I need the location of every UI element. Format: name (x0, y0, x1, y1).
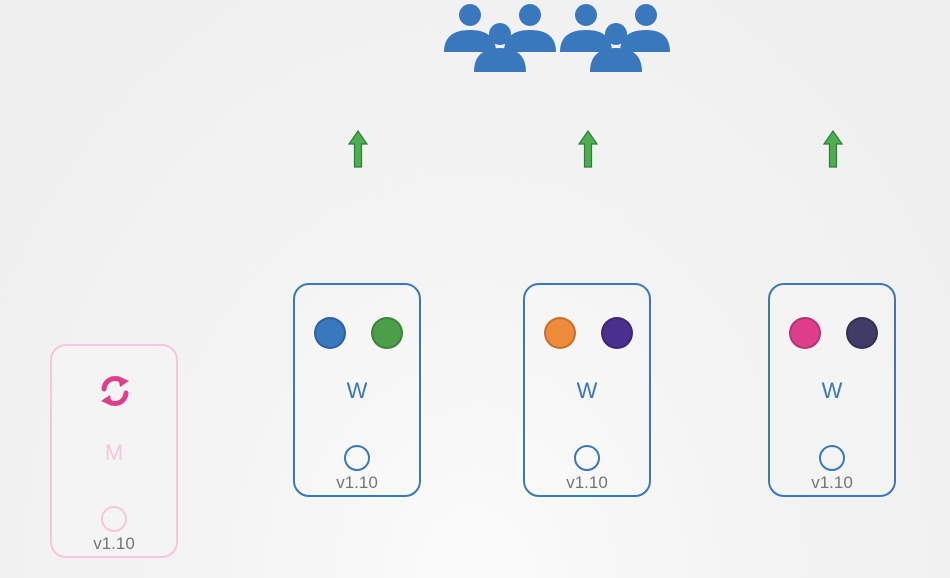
worker-node-3: W v1.10 (768, 283, 896, 497)
pod-green (371, 317, 403, 349)
worker-node-1: W v1.10 (293, 283, 421, 497)
worker-label: W (346, 378, 368, 403)
master-node: M v1.10 (50, 344, 178, 558)
kubelet-circle-icon (344, 445, 370, 471)
worker-version: v1.10 (566, 473, 608, 492)
arrow-up-icon (823, 130, 843, 168)
pod-pink (789, 317, 821, 349)
kubelet-circle-icon (101, 506, 127, 532)
worker-version: v1.10 (336, 473, 378, 492)
worker-label: W (821, 378, 843, 403)
master-label: M (104, 440, 124, 465)
pod-purple (601, 317, 633, 349)
kubelet-circle-icon (574, 445, 600, 471)
master-version: v1.10 (93, 534, 135, 553)
pod-orange (544, 317, 576, 349)
worker-label: W (576, 378, 598, 403)
arrow-up-icon (348, 130, 368, 168)
sync-icon (101, 376, 129, 406)
pod-navy (846, 317, 878, 349)
users-group-icon (444, 4, 670, 72)
worker-node-2: W v1.10 (523, 283, 651, 497)
arrow-up-icon (578, 130, 598, 168)
worker-version: v1.10 (811, 473, 853, 492)
pod-blue (314, 317, 346, 349)
kubelet-circle-icon (819, 445, 845, 471)
